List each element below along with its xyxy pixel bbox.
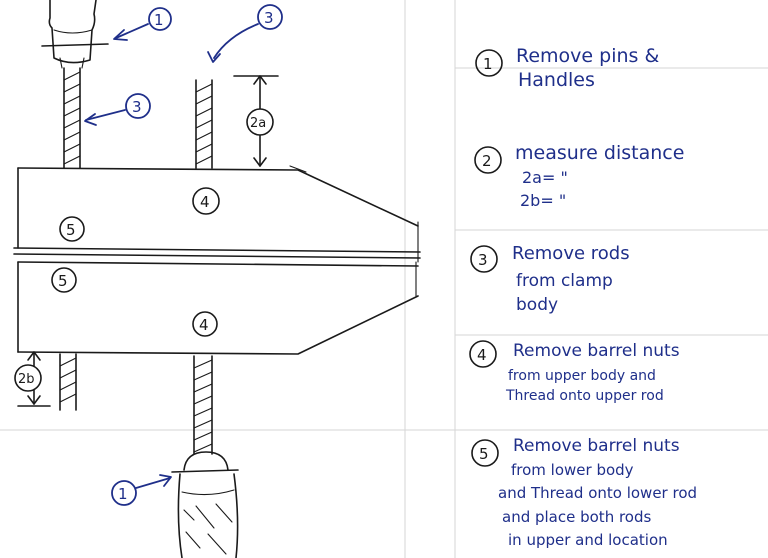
callout-upper-body-label: 4 (200, 193, 210, 211)
callout-top-handle-label: 1 (154, 11, 164, 29)
step-5-line-1: Remove barrel nuts (513, 436, 680, 456)
step-1: 1 Remove pins & Handles (475, 45, 659, 91)
step-3-line-1: Remove rods (512, 243, 630, 264)
step-5-line-2: from lower body (511, 461, 634, 479)
callout-lower-left: 5 (51, 267, 77, 293)
step-5-line-4: and place both rods (502, 508, 652, 526)
step-4-number: 4 (477, 346, 487, 364)
callout-lower-left-label: 5 (58, 272, 68, 290)
callout-lower-body-label: 4 (199, 316, 209, 334)
step-2-number: 2 (482, 152, 492, 170)
step-4-line-3: Thread onto upper rod (505, 388, 664, 404)
step-4-line-2: from upper body and (508, 368, 656, 384)
callout-top-right-rod-label: 3 (264, 9, 274, 27)
callout-top-left-rod: 3 (84, 93, 151, 126)
step-5-line-3: and Thread onto lower rod (498, 484, 697, 502)
step-3-line-2: from clamp (516, 271, 613, 291)
step-4: 4 Remove barrel nuts from upper body and… (469, 340, 680, 404)
callout-bottom-handle-label: 1 (118, 485, 128, 503)
callout-top-left-rod-label: 3 (132, 98, 142, 116)
top-handle (41, 0, 109, 69)
callout-upper-body: 4 (192, 187, 220, 215)
callout-upper-left-label: 5 (66, 221, 76, 239)
dimension-2b-label: 2b (18, 372, 35, 387)
bottom-handle (171, 451, 239, 558)
callout-upper-left: 5 (59, 216, 85, 242)
step-1-line-2: Handles (518, 69, 595, 91)
step-3-line-3: body (516, 295, 558, 315)
step-5-line-5: in upper and location (508, 531, 668, 549)
step-1-line-1: Remove pins & (516, 45, 659, 67)
step-2-line-1: measure distance (515, 142, 684, 164)
step-4-line-1: Remove barrel nuts (513, 341, 680, 361)
step-2: 2 measure distance 2a= " 2b= " (474, 142, 684, 210)
top-right-threaded-rod (195, 79, 213, 169)
clamp-upper-body (13, 165, 421, 263)
step-5: 5 Remove barrel nuts from lower body and… (471, 436, 697, 549)
callout-top-handle: 1 (113, 7, 172, 41)
top-left-threaded-rod (63, 67, 81, 169)
step-2-line-2: 2a= " (522, 168, 568, 187)
clamp-lower-body (17, 261, 419, 355)
dimension-2a-label: 2a (250, 116, 266, 131)
step-3: 3 Remove rods from clamp body (470, 243, 630, 315)
callout-bottom-handle: 1 (111, 474, 172, 506)
step-3-number: 3 (478, 251, 488, 269)
callout-lower-body: 4 (192, 311, 218, 337)
bottom-left-threaded-rod (59, 353, 77, 411)
bottom-center-threaded-rod (193, 355, 213, 455)
dimension-2a: 2a (233, 75, 279, 167)
step-1-number: 1 (483, 55, 493, 73)
callout-top-right-rod: 3 (207, 4, 283, 63)
step-2-line-3: 2b= " (520, 191, 566, 210)
step-5-number: 5 (479, 445, 489, 463)
dimension-2b: 2b (14, 351, 51, 407)
